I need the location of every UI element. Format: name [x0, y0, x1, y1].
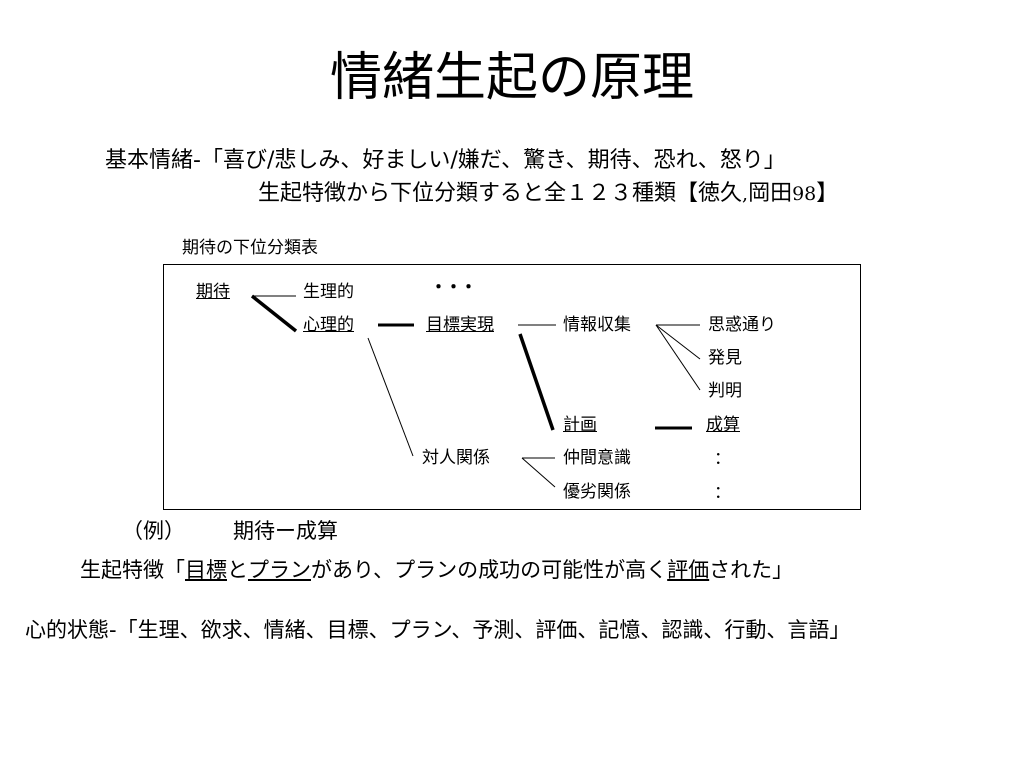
- node-colon-2: ：: [714, 483, 731, 503]
- node-mokuhyo-jitsugen: 目標実現: [426, 315, 494, 335]
- feature-to: と: [227, 558, 248, 582]
- node-shinriteki: 心理的: [303, 315, 354, 335]
- citation-name: 岡田: [748, 181, 793, 206]
- example-text: 期待ー成算: [233, 519, 338, 543]
- diagram-box: [163, 264, 861, 510]
- feature-hyoka: 評価: [667, 558, 710, 582]
- citation-open: 【徳久: [676, 181, 743, 206]
- node-ellipsis: ・・・: [430, 278, 477, 298]
- citation-year: 98: [792, 183, 817, 205]
- node-joho-shushu: 情報収集: [563, 315, 631, 335]
- classification-line: 生起特徴から下位分類すると全１２３種類【徳久,岡田98】: [258, 183, 838, 205]
- node-seiriteki: 生理的: [303, 282, 354, 302]
- table-caption: 期待の下位分類表: [182, 238, 318, 258]
- node-nakama-ishiki: 仲間意識: [563, 448, 631, 468]
- node-taijin-kankei: 対人関係: [422, 448, 490, 468]
- citation-close: 】: [816, 181, 839, 206]
- feature-suffix: された」: [709, 558, 794, 582]
- node-yuretsu-kankei: 優劣関係: [563, 482, 631, 502]
- mental-state-line: 心的状態-「生理、欲求、情緒、目標、プラン、予測、評価、記憶、認識、行動、言語」: [25, 618, 851, 642]
- slide-title: 情緒生起の原理: [329, 48, 694, 108]
- node-keikaku: 計画: [563, 415, 597, 435]
- node-colon-1: ：: [714, 449, 731, 469]
- basic-emotions-line: 基本情緒-「喜び/悲しみ、好ましい/嫌だ、驚き、期待、恐れ、怒り」: [105, 148, 786, 173]
- feature-prefix: 生起特徴「: [80, 558, 185, 582]
- example-label: （例）: [122, 519, 185, 543]
- node-seisan: 成算: [706, 415, 740, 435]
- node-kitai: 期待: [196, 282, 230, 302]
- node-hakken: 発見: [708, 348, 742, 368]
- node-omowaku-dori: 思惑通り: [708, 315, 776, 335]
- citation-sep: ,: [742, 183, 749, 205]
- classification-text: 生起特徴から下位分類すると全１２３種類: [258, 181, 677, 206]
- feature-mokuhyo: 目標: [185, 558, 227, 582]
- feature-line: 生起特徴「目標とプランがあり、プランの成功の可能性が高く評価された」: [80, 560, 793, 581]
- node-hanmei: 判明: [708, 381, 742, 401]
- feature-middle: があり、プランの成功の可能性が高く: [311, 558, 668, 582]
- feature-plan: プラン: [248, 558, 311, 582]
